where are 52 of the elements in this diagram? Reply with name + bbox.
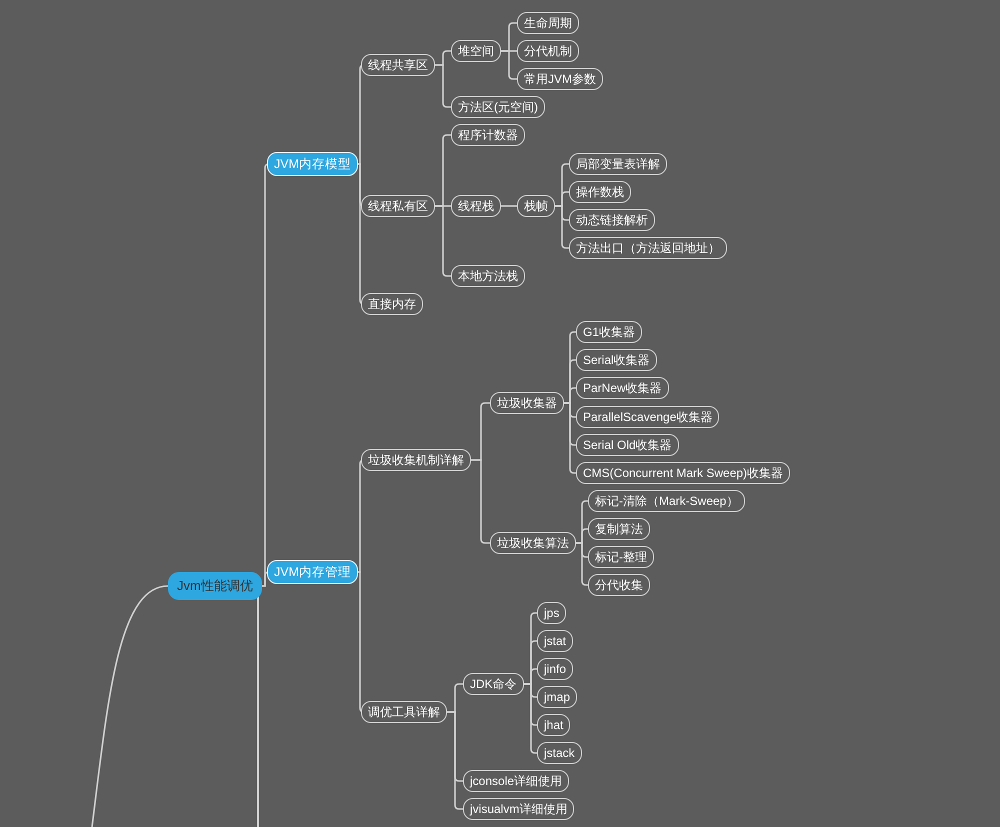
connector-line bbox=[435, 64, 451, 108]
topic-box: jinfo bbox=[537, 658, 574, 680]
topic-box: 局部变量表详解 bbox=[569, 153, 667, 175]
topic-box: 分代机制 bbox=[517, 40, 579, 62]
connector-line bbox=[576, 542, 588, 586]
central-topic-box: Jvm性能调优 bbox=[168, 572, 262, 600]
topic-box: 线程栈 bbox=[451, 195, 501, 217]
topic-box: JDK命令 bbox=[463, 673, 524, 695]
topic-box: 方法出口（方法返回地址） bbox=[569, 237, 727, 259]
topic-box: jvisualvm详细使用 bbox=[463, 798, 574, 820]
topic-box: ParNew收集器 bbox=[576, 377, 669, 399]
topic-box: 操作数栈 bbox=[569, 181, 631, 203]
topic-box: 动态链接解析 bbox=[569, 209, 655, 231]
topic-box: ParallelScavenge收集器 bbox=[576, 406, 720, 428]
connector-line bbox=[435, 205, 451, 277]
topic-box: 线程共享区 bbox=[361, 54, 435, 76]
main-topic-box: JVM内存管理 bbox=[267, 560, 358, 584]
connector-line bbox=[564, 402, 576, 474]
topic-box: Serial Old收集器 bbox=[576, 434, 679, 456]
connector-line bbox=[91, 585, 168, 827]
topic-box: 程序计数器 bbox=[451, 124, 525, 146]
topic-box: 直接内存 bbox=[361, 293, 423, 315]
topic-box: jmap bbox=[537, 686, 578, 708]
main-topic-box: JVM内存模型 bbox=[267, 152, 358, 176]
topic-box: 本地方法栈 bbox=[451, 265, 525, 287]
connector-line bbox=[501, 205, 517, 207]
topic-box: 复制算法 bbox=[588, 518, 650, 540]
topic-box: 调优工具详解 bbox=[361, 701, 447, 723]
topic-box: jstat bbox=[537, 630, 574, 652]
topic-box: 线程私有区 bbox=[361, 195, 435, 217]
connector-line bbox=[501, 50, 517, 80]
connector-line bbox=[447, 711, 463, 810]
topic-box: jhat bbox=[537, 714, 570, 736]
connector-line bbox=[471, 459, 490, 544]
topic-box: 生命周期 bbox=[517, 12, 579, 34]
topic-box: 分代收集 bbox=[588, 574, 650, 596]
topic-box: CMS(Concurrent Mark Sweep)收集器 bbox=[576, 462, 790, 484]
topic-box: 方法区(元空间) bbox=[451, 96, 545, 118]
topic-box: jps bbox=[537, 602, 566, 624]
topic-box: 垃圾收集算法 bbox=[490, 532, 576, 554]
topic-box: 垃圾收集器 bbox=[490, 392, 564, 414]
topic-box: 标记-整理 bbox=[588, 546, 654, 568]
topic-box: G1收集器 bbox=[576, 321, 642, 343]
topic-box: 栈帧 bbox=[517, 195, 555, 217]
topic-box: 常用JVM参数 bbox=[517, 68, 603, 90]
connector-line bbox=[555, 205, 569, 249]
topic-box: 堆空间 bbox=[451, 40, 501, 62]
topic-box: 垃圾收集机制详解 bbox=[361, 449, 471, 471]
topic-box: jstack bbox=[537, 742, 582, 764]
topic-box: jconsole详细使用 bbox=[463, 770, 570, 792]
topic-box: 标记-清除（Mark-Sweep） bbox=[588, 490, 746, 512]
topic-box: Serial收集器 bbox=[576, 349, 657, 371]
